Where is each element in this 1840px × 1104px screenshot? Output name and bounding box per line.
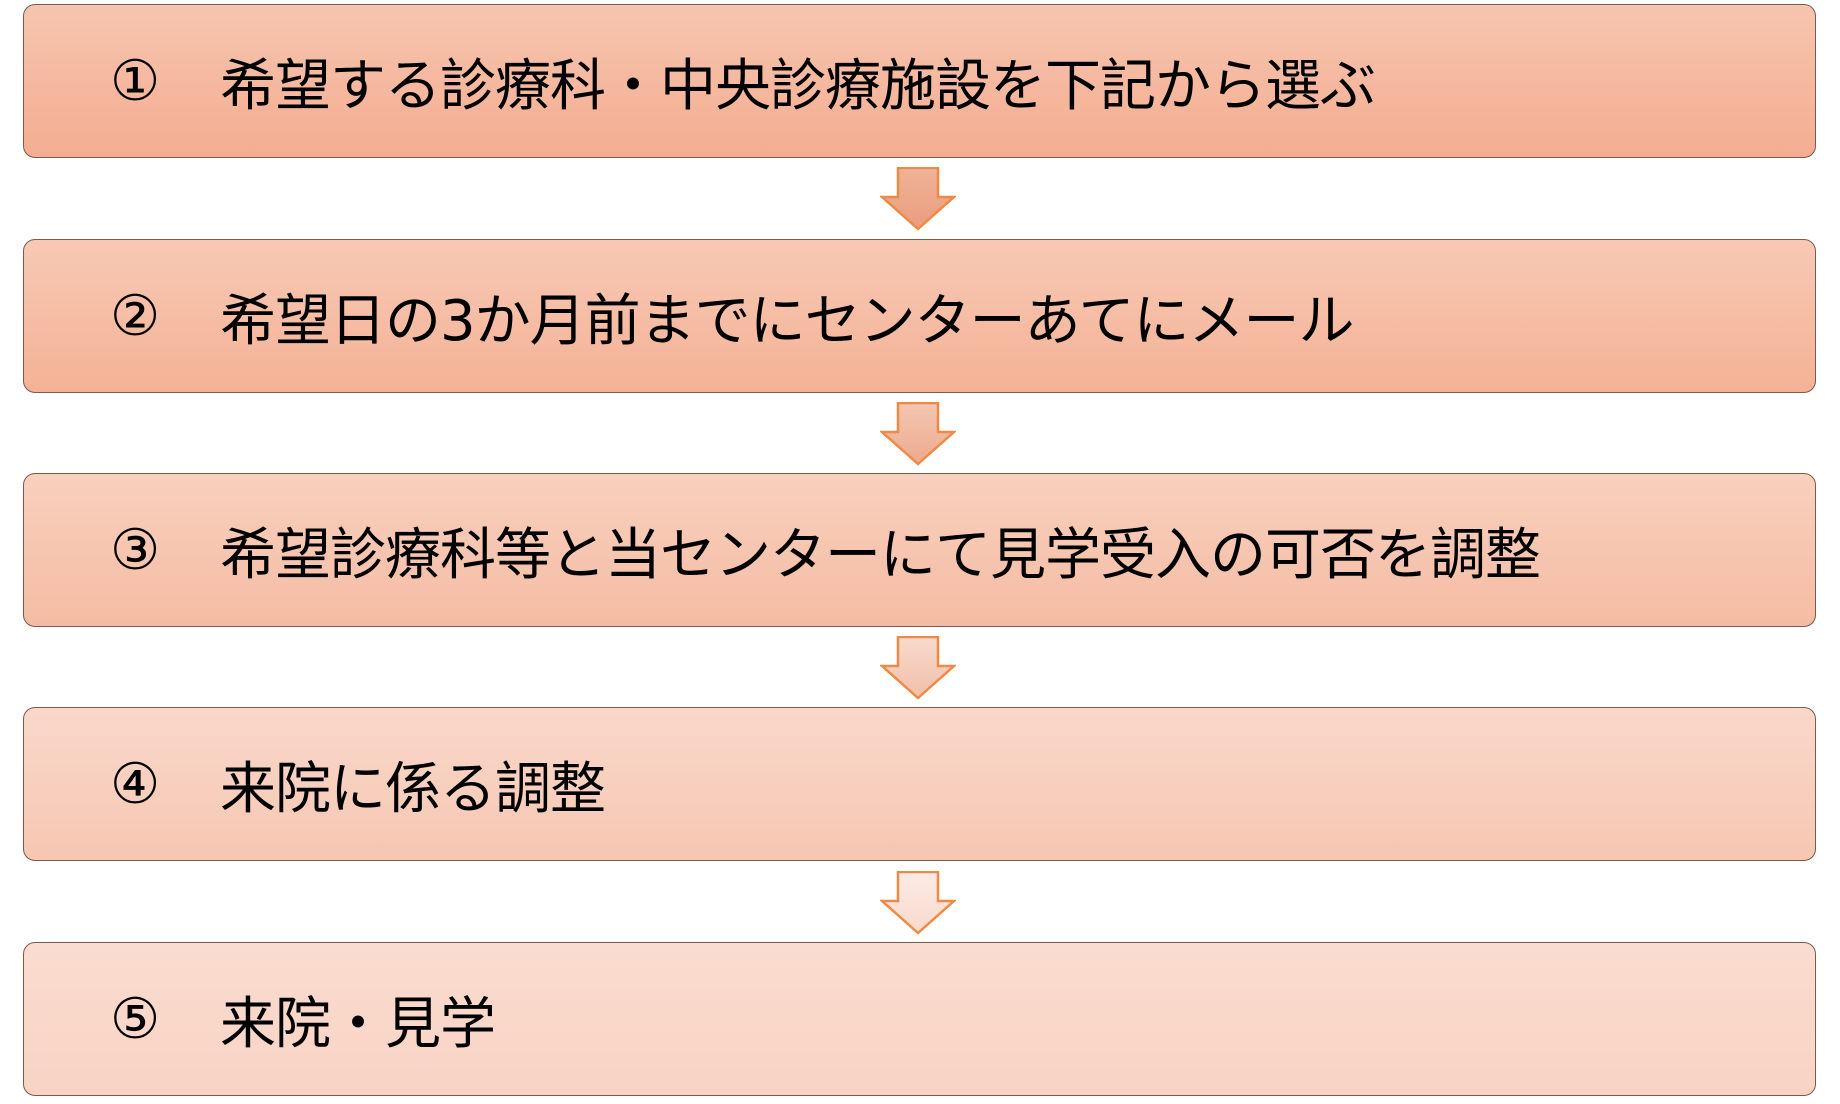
step-number: ① [110, 48, 161, 114]
step-number: ② [110, 283, 161, 349]
step-text: 来院・見学 [220, 991, 496, 1057]
step-4-box: ④ 来院に係る調整 [23, 707, 1816, 861]
down-arrow-icon [880, 167, 956, 231]
step-text: 希望診療科等と当センターにて見学受入の可否を調整 [220, 522, 1541, 588]
step-2-box: ② 希望日の3か月前までにセンターあてにメール [23, 239, 1816, 393]
step-text: 希望する診療科・中央診療施設を下記から選ぶ [220, 53, 1376, 119]
down-arrow-icon [880, 636, 956, 700]
step-number: ⑤ [110, 986, 161, 1052]
step-5-box: ⑤ 来院・見学 [23, 942, 1816, 1096]
step-text: 希望日の3か月前までにセンターあてにメール [220, 288, 1355, 354]
step-text: 来院に係る調整 [220, 756, 606, 822]
down-arrow-icon [880, 402, 956, 466]
step-number: ④ [110, 751, 161, 817]
step-number: ③ [110, 517, 161, 583]
step-3-box: ③ 希望診療科等と当センターにて見学受入の可否を調整 [23, 473, 1816, 627]
down-arrow-icon [880, 871, 956, 935]
step-1-box: ① 希望する診療科・中央診療施設を下記から選ぶ [23, 4, 1816, 158]
